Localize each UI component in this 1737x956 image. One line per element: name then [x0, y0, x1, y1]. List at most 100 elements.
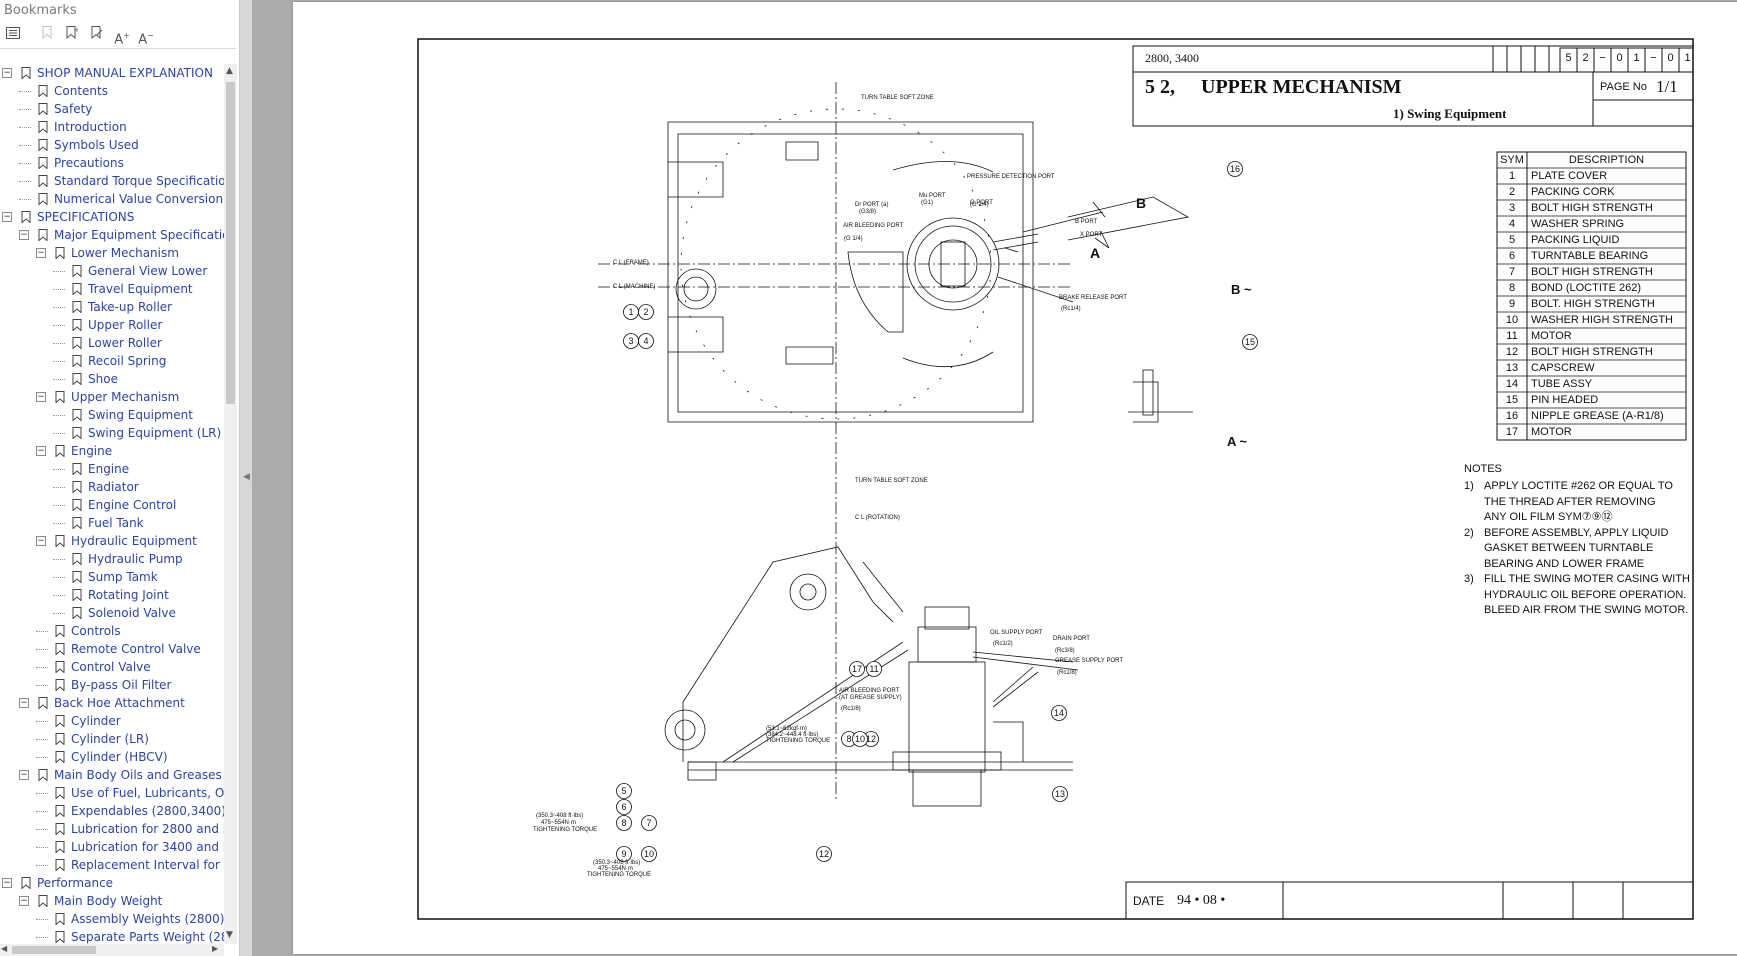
scroll-right-icon[interactable]: ▶ — [212, 944, 219, 953]
bookmark-label: Major Equipment Specifications — [54, 228, 224, 242]
collapse-toggle-icon[interactable]: − — [2, 212, 12, 222]
bookmark-label: Engine — [71, 444, 113, 458]
increase-text-size-icon[interactable]: A+ — [114, 31, 130, 48]
bookmark-item[interactable]: Introduction — [0, 118, 224, 136]
collapse-toggle-icon[interactable]: − — [36, 392, 46, 402]
tree-connector — [53, 271, 65, 272]
tree-connector — [53, 433, 65, 434]
collapse-toggle-icon[interactable]: − — [19, 698, 29, 708]
bookmark-label: Safety — [54, 102, 93, 116]
bookmark-item[interactable]: Swing Equipment — [0, 406, 224, 424]
bookmark-item[interactable]: Replacement Interval for H — [0, 856, 224, 874]
bookmark-item[interactable]: Fuel Tank — [0, 514, 224, 532]
bookmark-item[interactable]: Upper Roller — [0, 316, 224, 334]
bookmark-item[interactable]: Lubrication for 2800 and El — [0, 820, 224, 838]
bookmark-item[interactable]: Remote Control Valve — [0, 640, 224, 658]
bookmark-item[interactable]: −Hydraulic Equipment — [0, 532, 224, 550]
collapse-toggle-icon[interactable]: − — [36, 446, 46, 456]
callout-balloon: 14 — [1051, 705, 1067, 721]
collapse-panel-icon[interactable]: ◀ — [243, 472, 250, 482]
bookmark-item[interactable]: Engine — [0, 460, 224, 478]
bookmark-item[interactable]: Travel Equipment — [0, 280, 224, 298]
bookmark-item[interactable]: Cylinder — [0, 712, 224, 730]
scroll-thumb-horizontal[interactable] — [12, 946, 96, 954]
bookmark-item[interactable]: Standard Torque Specifications — [0, 172, 224, 190]
drawing-label: (53.1~62kgf·m) — [766, 726, 807, 732]
bookmark-item[interactable]: Recoil Spring — [0, 352, 224, 370]
bookmark-item[interactable]: Cylinder (LR) — [0, 730, 224, 748]
bookmark-item[interactable]: Expendables (2800,3400) — [0, 802, 224, 820]
bookmark-item[interactable]: Safety — [0, 100, 224, 118]
bookmark-horizontal-scrollbar[interactable]: ◀ ▶ — [0, 944, 224, 956]
collapse-toggle-icon[interactable]: − — [19, 770, 29, 780]
collapse-toggle-icon[interactable]: − — [36, 248, 46, 258]
bookmark-item[interactable]: Solenoid Valve — [0, 604, 224, 622]
scroll-left-icon[interactable]: ◀ — [1, 944, 8, 953]
bookmark-item[interactable]: By-pass Oil Filter — [0, 676, 224, 694]
collapse-toggle-icon[interactable]: − — [19, 230, 29, 240]
collapse-toggle-icon[interactable]: − — [36, 536, 46, 546]
svg-text:10: 10 — [644, 849, 654, 859]
collapse-toggle-icon[interactable]: − — [19, 896, 29, 906]
parts-desc-cell: BOLT HIGH STRENGTH — [1531, 202, 1653, 214]
bookmark-label: Take-up Roller — [88, 300, 173, 314]
parts-header-sym: SYM — [1500, 154, 1524, 166]
bookmark-item[interactable]: Hydraulic Pump — [0, 550, 224, 568]
bookmark-item[interactable]: −SHOP MANUAL EXPLANATION — [0, 64, 224, 82]
scroll-down-icon[interactable]: ▼ — [226, 930, 233, 940]
bookmark-item[interactable]: Separate Parts Weight (28 — [0, 928, 224, 944]
page-code-cell: 0 — [1616, 52, 1623, 64]
bookmark-icon — [55, 805, 65, 817]
bookmark-item[interactable]: −Back Hoe Attachment — [0, 694, 224, 712]
bookmark-item[interactable]: Controls — [0, 622, 224, 640]
bookmark-item[interactable]: General View Lower — [0, 262, 224, 280]
bookmark-item[interactable]: Use of Fuel, Lubricants, Oil — [0, 784, 224, 802]
panel-splitter[interactable] — [240, 0, 252, 956]
bookmark-item[interactable]: Take-up Roller — [0, 298, 224, 316]
page-code-cell: − — [1650, 52, 1657, 64]
svg-text:11: 11 — [869, 664, 878, 674]
bookmark-item[interactable]: Swing Equipment (LR) — [0, 424, 224, 442]
tree-connector — [19, 91, 31, 92]
options-menu-icon[interactable] — [3, 26, 23, 46]
bookmark-item[interactable]: Assembly Weights (2800) — [0, 910, 224, 928]
bookmark-item[interactable]: Symbols Used — [0, 136, 224, 154]
bookmark-item[interactable]: Cylinder (HBCV) — [0, 748, 224, 766]
bookmark-item[interactable]: Lower Roller — [0, 334, 224, 352]
new-bookmark-icon[interactable]: + — [62, 26, 82, 46]
parts-sym-cell: 6 — [1508, 250, 1516, 262]
bookmark-item[interactable]: Engine Control — [0, 496, 224, 514]
bookmark-item[interactable]: −Main Body Oils and Greases — [0, 766, 224, 784]
bookmark-vertical-scrollbar[interactable]: ▲ ▼ — [224, 64, 237, 944]
bookmark-item[interactable]: Rotating Joint — [0, 586, 224, 604]
bookmark-item[interactable]: Sump Tamk — [0, 568, 224, 586]
scroll-thumb[interactable] — [226, 82, 235, 404]
collapse-toggle-icon[interactable]: − — [2, 878, 12, 888]
bookmark-item[interactable]: Shoe — [0, 370, 224, 388]
bookmark-item[interactable]: − Upper Mechanism — [0, 388, 224, 406]
bookmark-item[interactable]: −SPECIFICATIONS — [0, 208, 224, 226]
svg-text:12: 12 — [819, 849, 829, 859]
scroll-up-icon[interactable]: ▲ — [226, 66, 233, 76]
tree-connector — [19, 181, 31, 182]
bookmark-label: Expendables (2800,3400) — [71, 804, 224, 818]
bookmark-item[interactable]: Control Valve — [0, 658, 224, 676]
bookmark-item[interactable]: −Main Body Weight — [0, 892, 224, 910]
parts-desc-cell: PACKING CORK — [1531, 186, 1615, 198]
bookmark-item[interactable]: Lubrication for 3400 and El — [0, 838, 224, 856]
bookmark-item[interactable]: − Major Equipment Specifications — [0, 226, 224, 244]
collapse-toggle-icon[interactable]: − — [2, 68, 12, 78]
bookmark-item[interactable]: Numerical Value Conversion Ta — [0, 190, 224, 208]
callout-balloon: 10 — [641, 846, 657, 862]
decrease-text-size-icon[interactable]: A− — [138, 31, 154, 48]
bookmark-item[interactable]: − Engine — [0, 442, 224, 460]
bookmark-label: Upper Mechanism — [71, 390, 180, 404]
bookmark-item[interactable]: Contents — [0, 82, 224, 100]
bookmark-item[interactable]: −Lower Mechanism — [0, 244, 224, 262]
bookmark-item[interactable]: −Performance — [0, 874, 224, 892]
page-code-cell: 2 — [1582, 52, 1589, 64]
bookmark-item[interactable]: Radiator — [0, 478, 224, 496]
bookmark-item[interactable]: Precautions — [0, 154, 224, 172]
bookmark-edit-icon[interactable] — [87, 26, 107, 46]
bookmark-label: Sump Tamk — [88, 570, 158, 584]
